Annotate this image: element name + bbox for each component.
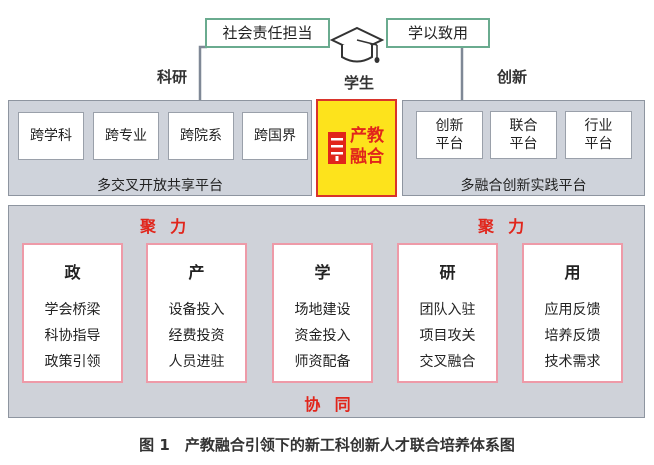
gather-strength-right-label: 聚 力 [478,217,526,236]
industry-education-text: 产教 融合 [350,126,384,168]
column-line: 应用反馈 [544,302,601,318]
platform-item-line: 联合 [509,118,538,134]
platform-item-line: 平台 [435,136,464,152]
column-line: 学会桥梁 [44,302,101,318]
column-line: 政策引领 [44,354,101,370]
column-line: 场地建设 [294,302,351,318]
column-industry: 产 设备投入 经费投资 人员进驻 [146,243,247,383]
column-line: 技术需求 [544,354,601,370]
student-label: 学生 [343,74,374,92]
column-line: 培养反馈 [544,328,601,344]
column-title: 政 [64,263,81,282]
column-line: 经费投资 [168,328,225,344]
platform-item-label: 跨学科 [30,128,72,144]
platform-item-line: 平台 [584,136,613,152]
column-line: 项目攻关 [419,328,476,344]
platform-item-innovation: 创新 平台 [416,111,483,159]
center-line-1: 产教 [350,126,384,146]
research-label: 科研 [157,68,188,86]
left-connector-line [198,45,207,100]
column-application: 用 应用反馈 培养反馈 技术需求 [522,243,623,383]
social-responsibility-box: 社会责任担当 [205,18,330,48]
platform-item-label: 跨院系 [180,128,222,144]
column-line: 师资配备 [294,354,351,370]
platform-item-label: 跨专业 [105,128,147,144]
left-platform-label: 多交叉开放共享平台 [97,178,223,194]
industry-education-icon [328,132,346,164]
platform-item-line: 平台 [509,136,538,152]
innovation-label: 创新 [497,68,528,86]
synergy-label: 协 同 [304,395,352,414]
column-title: 研 [439,263,456,282]
column-line: 交叉融合 [419,354,476,370]
column-academia: 学 场地建设 资金投入 师资配备 [272,243,373,383]
gather-strength-left-label: 聚 力 [140,217,188,236]
center-line-2: 融合 [350,147,384,167]
column-line: 人员进驻 [168,354,225,370]
column-line: 团队入驻 [419,302,476,318]
platform-item-label: 跨国界 [254,128,296,144]
apply-learning-box: 学以致用 [386,18,490,48]
column-government: 政 学会桥梁 科协指导 政策引领 [22,243,123,383]
figure-caption: 图 1 产教融合引领下的新工科创新人才联合培养体系图 [139,436,515,454]
platform-item-cross-major: 跨专业 [93,112,159,160]
column-title: 产 [188,263,205,282]
platform-item-cross-border: 跨国界 [242,112,308,160]
platform-item-industry: 行业 平台 [565,111,632,159]
platform-item-joint: 联合 平台 [490,111,557,159]
column-line: 资金投入 [294,328,351,344]
column-title: 用 [564,263,581,282]
graduation-cap-icon [330,26,385,63]
column-line: 科协指导 [44,328,101,344]
column-line: 设备投入 [168,302,225,318]
platform-item-line: 行业 [584,118,613,134]
column-title: 学 [314,263,331,282]
column-research: 研 团队入驻 项目攻关 交叉融合 [397,243,498,383]
right-platform-label: 多融合创新实践平台 [460,178,587,194]
platform-item-line: 创新 [435,118,464,134]
platform-item-cross-discipline: 跨学科 [18,112,84,160]
platform-item-cross-college: 跨院系 [168,112,234,160]
